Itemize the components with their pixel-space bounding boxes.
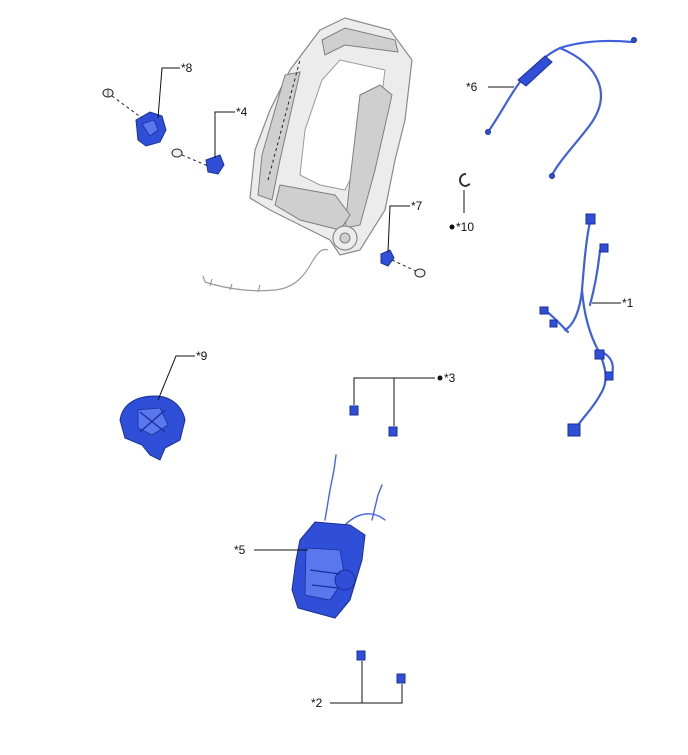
callout-1: *1 xyxy=(622,296,634,310)
leader-3 xyxy=(353,377,435,405)
leader-4 xyxy=(214,111,235,158)
leader-7 xyxy=(387,205,410,253)
part-5-lumbar-assembly xyxy=(291,454,386,619)
callout-9: *9 xyxy=(196,349,208,363)
part-7-bolt xyxy=(414,268,426,278)
seatback-frame-illustration xyxy=(202,17,413,293)
part-6-cable xyxy=(485,37,637,179)
part-3-connectors xyxy=(349,405,398,437)
part-2-connectors xyxy=(356,650,406,684)
callout-6: *6 xyxy=(466,80,478,94)
leader-8 xyxy=(157,67,180,119)
part-1-wire-harness xyxy=(539,213,614,437)
callout-4: *4 xyxy=(236,105,248,119)
leader-lines xyxy=(157,67,621,704)
callout-2: *2 xyxy=(311,696,323,710)
part-9-cover xyxy=(119,395,186,461)
part-8-cover xyxy=(102,88,167,147)
leader-9 xyxy=(157,355,195,401)
callout-10: *10 xyxy=(456,220,474,234)
part-4-bracket xyxy=(171,148,225,175)
part-8-bolt xyxy=(102,88,114,98)
callout-labels: *8 *4 *6 *10 *7 *1 *9 *3 *5 *2 xyxy=(181,61,634,710)
part-4-bolt xyxy=(171,148,183,158)
callout-7: *7 xyxy=(411,199,423,213)
part-7-bracket xyxy=(380,249,426,278)
leader-3-dot xyxy=(437,375,443,381)
callout-3: *3 xyxy=(444,371,456,385)
callout-8: *8 xyxy=(181,61,193,75)
leader-10-dot xyxy=(449,224,455,230)
leader-2 xyxy=(330,684,403,704)
part-10-clip xyxy=(459,173,471,188)
callout-5: *5 xyxy=(234,543,246,557)
